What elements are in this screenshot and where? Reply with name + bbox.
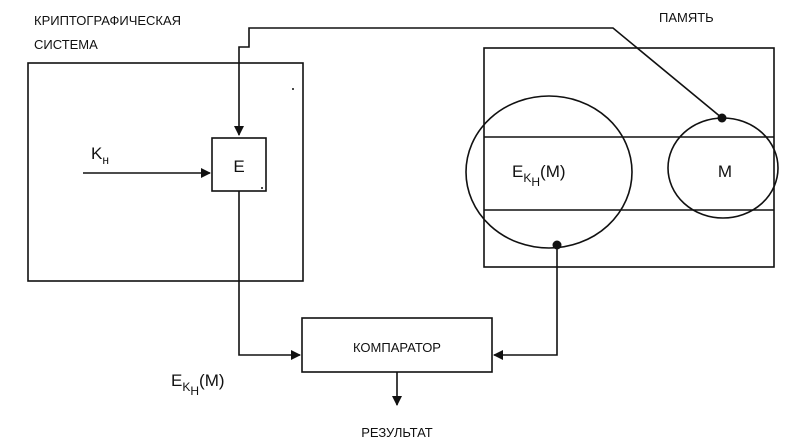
scan-speck: [261, 187, 263, 189]
stored-value-tap-dot: [552, 240, 562, 250]
encryptor-box: [211, 137, 267, 192]
encryptor-output-label: EKН(M): [171, 371, 225, 398]
memory-title: ПАМЯТЬ: [659, 10, 714, 25]
scan-speck: [292, 88, 294, 90]
encryptor-output-line: [238, 191, 301, 360]
message-label: M: [718, 162, 732, 181]
stored-value-line: [493, 245, 558, 360]
comparator-label: КОМПАРАТОР: [353, 340, 441, 355]
message-tap-dot: [717, 113, 727, 123]
result-label: РЕЗУЛЬТАТ: [361, 425, 433, 440]
encrypted-message-label: EKН(M): [512, 162, 566, 189]
encryptor-label: E: [233, 157, 244, 176]
memory-box: [483, 47, 775, 268]
key-label: Kн: [91, 144, 109, 167]
crypto-system-title-1: КРИПТОГРАФИЧЕСКАЯ: [34, 13, 181, 28]
encrypted-message-circle: [465, 95, 633, 249]
comparator-box: [301, 317, 493, 373]
crypto-system-title-2: СИСТЕМА: [34, 37, 98, 52]
message-feed-line: [234, 27, 723, 136]
